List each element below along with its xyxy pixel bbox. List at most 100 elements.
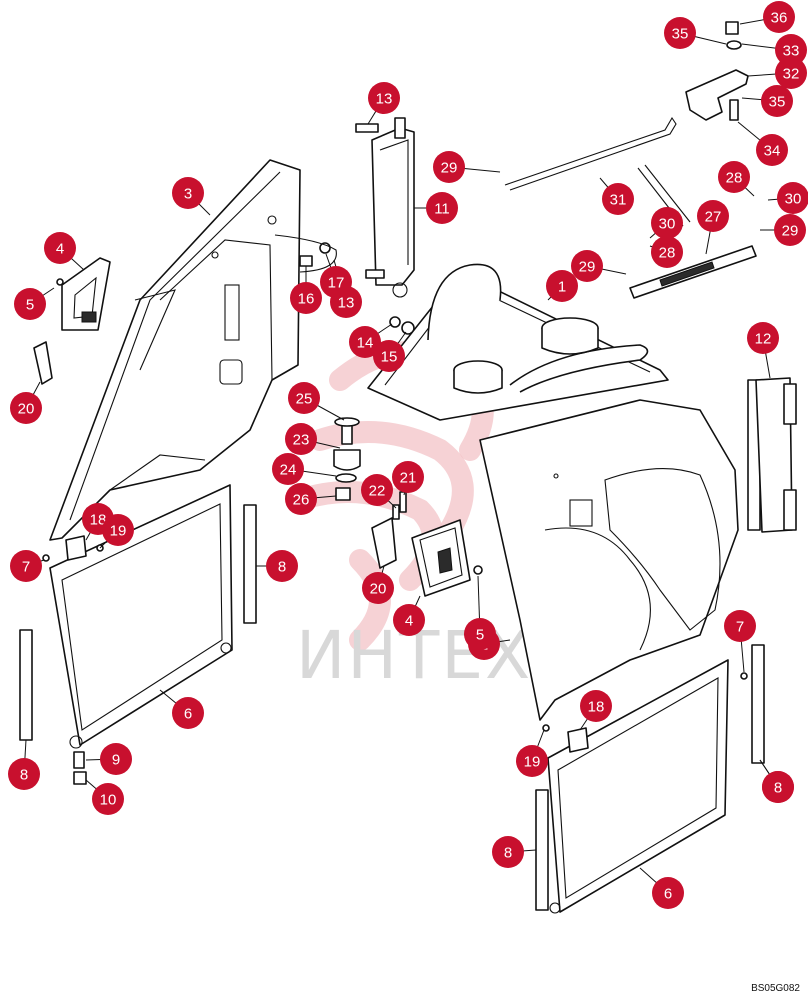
callout-22: 22 (361, 474, 393, 506)
hinge-right (755, 377, 797, 533)
callout-label: 24 (280, 462, 297, 479)
right-side-panel (479, 399, 739, 721)
callout-label: 22 (369, 483, 386, 500)
top-plate (367, 263, 669, 421)
rubber-mount (333, 417, 361, 501)
callout-circle (393, 604, 425, 636)
drawing-code: BS05G082 (751, 983, 800, 994)
callout-label: 13 (338, 295, 355, 312)
callout-circle (172, 697, 204, 729)
callout-label: 5 (476, 627, 484, 644)
callout-29: 29 (774, 214, 806, 246)
callout-circle (361, 474, 393, 506)
callout-circle (492, 836, 524, 868)
callout-label: 15 (381, 349, 398, 366)
callout-label: 28 (726, 170, 743, 187)
window-frame-left (49, 484, 233, 749)
callout-6: 6 (652, 877, 684, 909)
callout-18: 18 (580, 690, 612, 722)
callout-circle (10, 550, 42, 582)
callout-14: 14 (349, 326, 381, 358)
callout-label: 8 (20, 767, 28, 784)
callout-circle (756, 134, 788, 166)
callout-label: 9 (112, 752, 120, 769)
callout-circle (362, 572, 394, 604)
callout-23: 23 (285, 423, 317, 455)
callout-30: 30 (777, 182, 808, 214)
callout-label: 25 (296, 391, 313, 408)
callout-11: 11 (426, 192, 458, 224)
callout-label: 20 (370, 581, 387, 598)
callout-label: 16 (298, 291, 315, 308)
callout-circle (426, 192, 458, 224)
callout-label: 19 (524, 754, 541, 771)
callout-circle (724, 610, 756, 642)
callout-circle (602, 183, 634, 215)
callout-circle (44, 232, 76, 264)
callout-label: 19 (110, 523, 127, 540)
callout-circle (777, 182, 808, 214)
callout-circle (516, 745, 548, 777)
callout-15: 15 (373, 340, 405, 372)
bracket-left (33, 341, 53, 385)
callout-circle (373, 340, 405, 372)
callout-7: 7 (10, 550, 42, 582)
callout-12: 12 (747, 322, 779, 354)
callout-circle (763, 1, 795, 33)
callout-label: 29 (441, 160, 458, 177)
callout-20: 20 (362, 572, 394, 604)
callout-29: 29 (433, 151, 465, 183)
callout-label: 5 (26, 297, 34, 314)
callout-circle (272, 453, 304, 485)
callout-circle (747, 322, 779, 354)
callout-circle (664, 17, 696, 49)
callout-circle (14, 288, 46, 320)
callout-8: 8 (266, 550, 298, 582)
callout-29: 29 (571, 250, 603, 282)
callout-label: 27 (705, 209, 722, 226)
callout-circle (546, 270, 578, 302)
latch-left (61, 257, 111, 331)
callout-25: 25 (288, 382, 320, 414)
callout-31: 31 (602, 183, 634, 215)
callout-label: 4 (405, 613, 413, 630)
hinge-upper (355, 117, 415, 298)
callout-label: 35 (672, 26, 689, 43)
callout-layer: 1234455667788888910111213131415161718181… (8, 1, 808, 909)
callout-3: 3 (172, 177, 204, 209)
callout-circle (651, 236, 683, 268)
callout-label: 12 (755, 331, 772, 348)
callout-label: 18 (588, 699, 605, 716)
callout-circle (761, 85, 793, 117)
callout-label: 31 (610, 192, 627, 209)
callout-label: 8 (774, 780, 782, 797)
callout-circle (102, 514, 134, 546)
callout-circle (762, 771, 794, 803)
callout-circle (571, 250, 603, 282)
callout-circle (8, 758, 40, 790)
callout-label: 23 (293, 432, 310, 449)
callout-28: 28 (718, 161, 750, 193)
callout-circle (266, 550, 298, 582)
callout-4: 4 (393, 604, 425, 636)
callout-8: 8 (492, 836, 524, 868)
mount-bracket (685, 21, 749, 121)
callout-34: 34 (756, 134, 788, 166)
callout-label: 18 (90, 512, 107, 529)
callout-4: 4 (44, 232, 76, 264)
callout-circle (92, 783, 124, 815)
callout-label: 6 (664, 886, 672, 903)
callout-label: 30 (785, 191, 802, 208)
callout-label: 17 (328, 275, 345, 292)
callout-label: 11 (434, 201, 450, 218)
callout-label: 21 (400, 470, 417, 487)
callout-circle (285, 423, 317, 455)
callout-circle (651, 207, 683, 239)
callout-circle (368, 82, 400, 114)
callout-1: 1 (546, 270, 578, 302)
callout-label: 10 (100, 792, 117, 809)
callout-19: 19 (516, 745, 548, 777)
callout-label: 8 (504, 845, 512, 862)
latch-center (411, 519, 471, 597)
